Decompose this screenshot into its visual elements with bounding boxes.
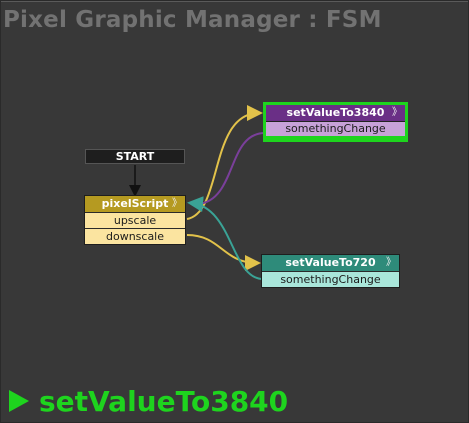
start-label: START (115, 150, 155, 163)
active-state-indicator: setValueTo3840 (9, 381, 288, 421)
event-somethingchange[interactable]: somethingChange (262, 271, 399, 287)
state-node-setvalueto3840[interactable]: setValueTo3840 》 somethingChange (263, 102, 408, 142)
play-icon (9, 390, 29, 412)
state-node-pixelscript[interactable]: pixelScript 》 upscale downscale (84, 195, 186, 245)
wire-downscale-to-720 (186, 234, 261, 271)
double-chevron-icon: 》 (172, 198, 182, 209)
double-chevron-icon: 》 (392, 107, 402, 118)
state-node-setvalueto720[interactable]: setValueTo720 》 somethingChange (261, 254, 400, 288)
state-header-pixelscript[interactable]: pixelScript 》 (85, 196, 185, 212)
event-upscale[interactable]: upscale (85, 212, 185, 228)
state-header-setvalueto720[interactable]: setValueTo720 》 (262, 255, 399, 271)
event-downscale[interactable]: downscale (85, 228, 185, 244)
wire-720-to-pixelscript (187, 196, 264, 280)
event-somethingchange[interactable]: somethingChange (266, 121, 405, 136)
wire-3840-to-pixelscript (198, 132, 266, 205)
active-state-label: setValueTo3840 (39, 384, 289, 418)
state-name: setValueTo720 (285, 256, 376, 269)
double-chevron-icon: 》 (386, 257, 396, 268)
wire-upscale-to-3840 (186, 105, 263, 220)
start-node[interactable]: START (85, 149, 185, 164)
state-name: pixelScript (101, 197, 169, 210)
state-header-setvalueto3840[interactable]: setValueTo3840 》 (266, 105, 405, 121)
canvas-top-border (1, 1, 468, 2)
state-name: setValueTo3840 (286, 106, 385, 119)
fsm-title: Pixel Graphic Manager : FSM (3, 7, 382, 33)
